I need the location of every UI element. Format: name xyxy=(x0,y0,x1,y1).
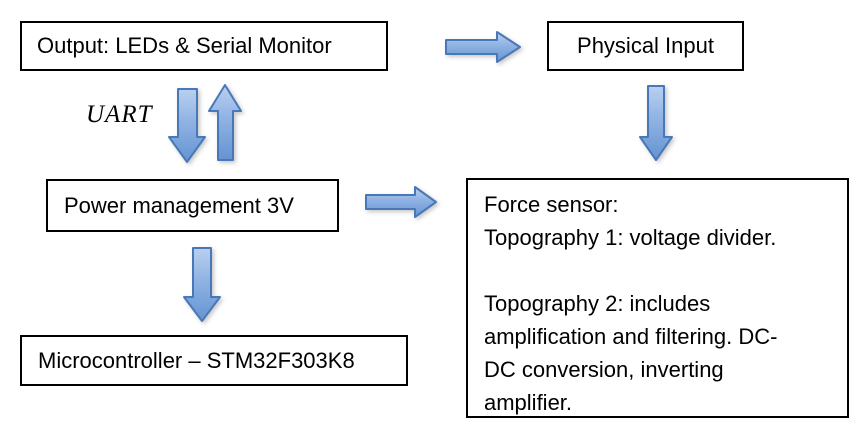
force-sensor-box-text: Force sensor: Topography 1: voltage divi… xyxy=(484,192,778,415)
right-arrow-icon xyxy=(445,31,521,63)
down-arrow-icon xyxy=(183,247,221,322)
right-arrow-power-to-force-sensor xyxy=(365,186,437,218)
up-arrow-uart-power-to-output xyxy=(208,84,242,161)
microcontroller-box-label: Microcontroller – STM32F303K8 xyxy=(38,347,355,373)
down-arrow-physical-input-to-force-sensor xyxy=(639,85,673,161)
down-arrow-power-to-microcontroller xyxy=(183,247,221,322)
uart-label: UART xyxy=(86,101,153,128)
down-arrow-uart-output-to-power xyxy=(168,88,206,163)
physical-input-box-label: Physical Input xyxy=(577,33,714,58)
physical-input-box: Physical Input xyxy=(547,21,744,71)
right-arrow-icon xyxy=(365,186,437,218)
microcontroller-box: Microcontroller – STM32F303K8 xyxy=(20,335,408,386)
down-arrow-icon xyxy=(639,85,673,161)
down-arrow-icon xyxy=(168,88,206,163)
output-box: Output: LEDs & Serial Monitor xyxy=(20,21,388,71)
force-sensor-box: Force sensor: Topography 1: voltage divi… xyxy=(466,178,849,418)
right-arrow-output-to-physical-input xyxy=(445,31,521,63)
up-arrow-icon xyxy=(208,84,242,161)
power-management-box-label: Power management 3V xyxy=(64,192,294,218)
output-box-label: Output: LEDs & Serial Monitor xyxy=(37,33,332,58)
power-management-box: Power management 3V xyxy=(46,179,339,232)
